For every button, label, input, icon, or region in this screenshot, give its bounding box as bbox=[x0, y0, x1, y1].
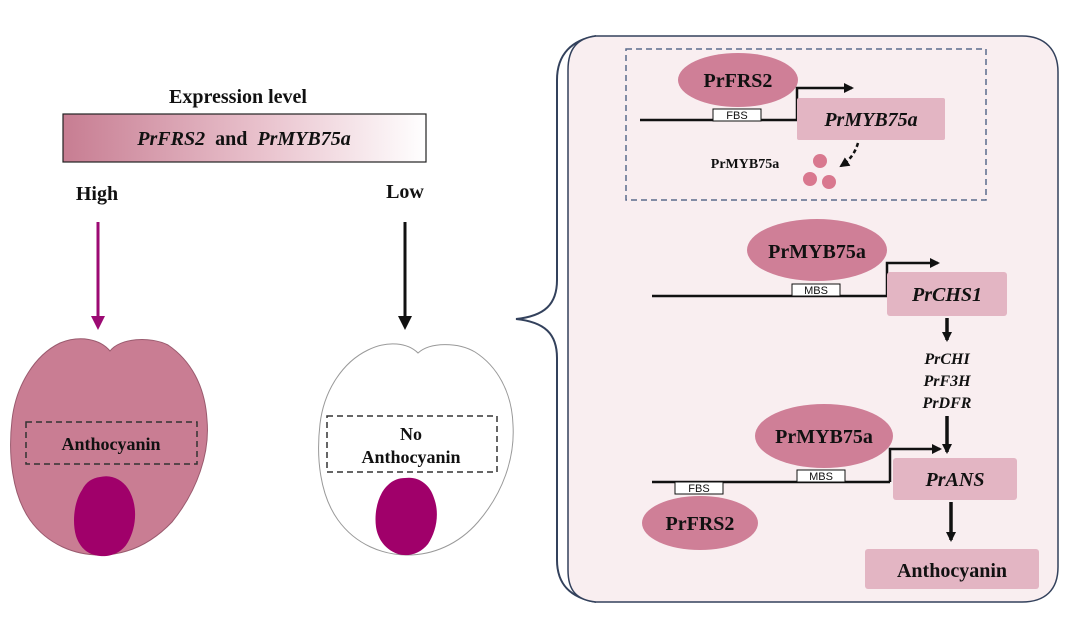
mbs-site-bottom bbox=[796, 469, 846, 483]
mbs-label-mid: MBS bbox=[804, 285, 828, 297]
high-arrow bbox=[91, 222, 105, 330]
frs2-label-bottom: PrFRS2 bbox=[666, 513, 735, 535]
chs1-gene-label: PrCHS1 bbox=[911, 284, 982, 306]
expression-gradient-bar bbox=[62, 113, 427, 163]
ans-gene-label: PrANS bbox=[925, 469, 985, 491]
myb75a-protein-mid bbox=[747, 219, 887, 281]
stamen-cluster-high bbox=[74, 476, 136, 557]
fbs-label-bottom: FBS bbox=[688, 483, 709, 495]
fbs-label-top: FBS bbox=[726, 110, 747, 122]
low-arrow bbox=[398, 222, 412, 330]
gene-myb75a-label: PrMYB75a bbox=[256, 128, 350, 150]
myb75a-gene-box bbox=[797, 98, 945, 140]
expression-bar-label: PrFRS2 and PrMYB75a bbox=[136, 128, 350, 150]
translation-arrow bbox=[839, 142, 860, 168]
myb75a-gene-label: PrMYB75a bbox=[823, 109, 917, 131]
protein-dot-3 bbox=[822, 175, 836, 189]
curly-brace bbox=[515, 35, 597, 603]
frs2-label-top: PrFRS2 bbox=[704, 70, 773, 92]
no-label: No bbox=[400, 424, 422, 444]
anthocyanin-label-low: Anthocyanin bbox=[361, 447, 460, 467]
protein-dot-2 bbox=[803, 172, 817, 186]
myb75a-label-bottom: PrMYB75a bbox=[775, 426, 873, 448]
regulation-dashed-box bbox=[625, 48, 987, 201]
anthocyanin-dashed-box bbox=[25, 421, 198, 465]
protein-dot-1 bbox=[813, 154, 827, 168]
ans-gene-box bbox=[893, 458, 1017, 500]
fbs-site-bottom bbox=[674, 481, 724, 495]
myb75a-label-mid: PrMYB75a bbox=[768, 241, 866, 263]
mbs-site-mid bbox=[791, 283, 841, 297]
anthocyanin-label-high: Anthocyanin bbox=[61, 434, 160, 454]
frs2-protein-bottom bbox=[642, 496, 758, 550]
high-label: High bbox=[76, 183, 118, 205]
low-label: Low bbox=[386, 181, 424, 203]
frs2-protein-top bbox=[678, 53, 798, 107]
mbs-label-bottom: MBS bbox=[809, 471, 833, 483]
anthocyanin-product-box bbox=[865, 549, 1039, 589]
expression-level-title: Expression level bbox=[169, 86, 307, 108]
myb75a-protein-bottom bbox=[755, 404, 893, 468]
no-anthocyanin-dashed-box bbox=[326, 415, 498, 473]
chs1-gene-box bbox=[887, 272, 1007, 316]
dfr-gene-label: PrDFR bbox=[922, 395, 972, 412]
gene-frs2-label: PrFRS2 bbox=[136, 128, 205, 150]
tss-arrow-bottom bbox=[888, 444, 942, 482]
and-label: and bbox=[215, 128, 247, 150]
fbs-site-top bbox=[712, 108, 762, 122]
anthocyanin-product-label: Anthocyanin bbox=[897, 560, 1007, 582]
stamen-cluster-low bbox=[375, 477, 437, 556]
chi-gene-label: PrCHI bbox=[923, 351, 970, 368]
f3h-gene-label: PrF3H bbox=[922, 373, 971, 390]
myb75a-protein-label: PrMYB75a bbox=[711, 157, 779, 172]
